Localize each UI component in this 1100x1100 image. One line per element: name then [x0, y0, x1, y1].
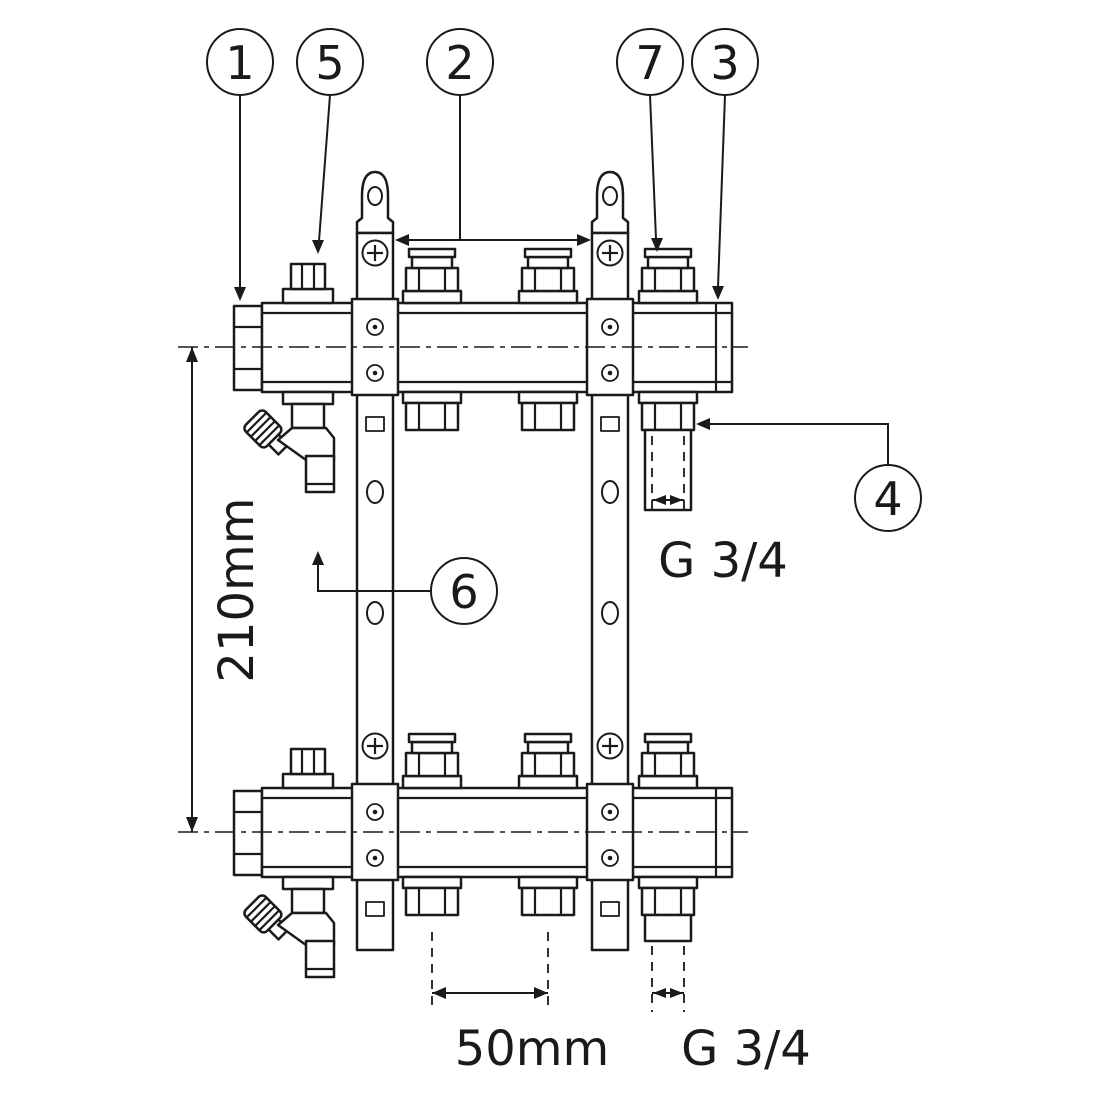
- valve-cap: [401, 247, 463, 305]
- dimension-overall-height: 210mm: [186, 347, 265, 832]
- callout-label: 1: [225, 36, 254, 90]
- manifold-bar-top: [232, 247, 734, 512]
- dimension-height-label: 210mm: [209, 497, 265, 682]
- outlet-connection: [517, 390, 579, 432]
- callout-2: 2: [395, 28, 591, 246]
- callout-3: 3: [691, 28, 759, 300]
- outlet-connection: [637, 390, 699, 432]
- fill-plug: [281, 747, 335, 790]
- callout-label: 4: [873, 472, 902, 526]
- end-cap: [232, 304, 264, 392]
- outlet-spacing-label: 50mm: [455, 1021, 610, 1077]
- callout-label: 2: [445, 36, 474, 90]
- outlet-thread-label: G 3/4: [658, 533, 788, 589]
- callout-circle: [854, 464, 922, 532]
- valve-cap: [401, 732, 463, 790]
- valve-cap: [517, 732, 579, 790]
- callout-circle: [691, 28, 759, 96]
- manifold-bar-bottom: [232, 732, 734, 979]
- callout-4: 4: [696, 418, 922, 532]
- callout-circle: [616, 28, 684, 96]
- callout-5: 5: [296, 28, 364, 254]
- bottom-thread-label: G 3/4: [681, 1021, 811, 1077]
- callout-circle: [206, 28, 274, 96]
- callout-label: 3: [710, 36, 739, 90]
- mounting-rail-left: [350, 170, 400, 952]
- callout-label: 6: [449, 565, 478, 619]
- drain-valve: [241, 390, 336, 494]
- valve-cap: [637, 247, 699, 305]
- callout-label: 5: [315, 36, 344, 90]
- valve-cap: [637, 732, 699, 790]
- dimension-outlet-thread: G 3/4: [651, 436, 788, 589]
- outlet-connection: [401, 390, 463, 432]
- callout-circle: [426, 28, 494, 96]
- callout-circle: [430, 557, 498, 625]
- callout-1: 1: [206, 28, 274, 301]
- callout-label: 7: [635, 36, 664, 90]
- callout-7: 7: [616, 28, 684, 252]
- outlet-pipe: [643, 913, 693, 943]
- end-cap: [232, 789, 264, 877]
- outlet-connection: [401, 875, 463, 917]
- valve-cap: [517, 247, 579, 305]
- outlet-connection: [637, 875, 699, 917]
- dimension-outlet-spacing: 50mm: [431, 932, 610, 1077]
- callout-circle: [296, 28, 364, 96]
- mounting-rail-right: [585, 170, 635, 952]
- dimension-bottom-thread: G 3/4: [651, 946, 811, 1077]
- outlet-connection: [517, 875, 579, 917]
- drain-valve: [241, 875, 336, 979]
- fill-plug: [281, 262, 335, 305]
- callout-6: 6: [312, 551, 498, 625]
